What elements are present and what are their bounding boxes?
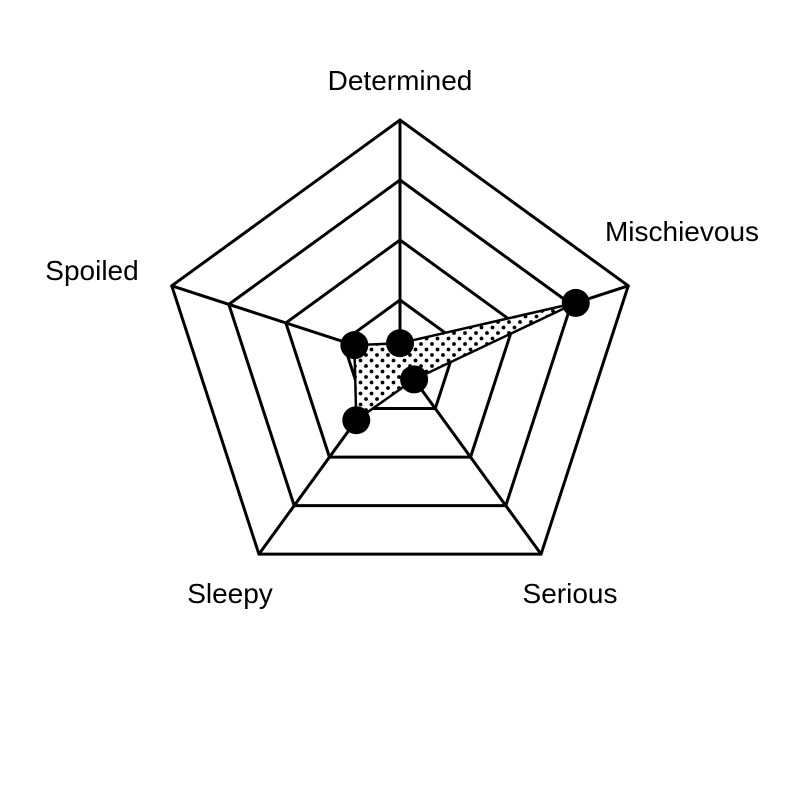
data-point-sleepy	[342, 406, 371, 435]
radar-series	[340, 288, 590, 435]
data-point-mischievous	[561, 288, 590, 317]
axis-label-serious: Serious	[523, 578, 618, 609]
data-point-spoiled	[340, 331, 369, 360]
axis-label-spoiled: Spoiled	[45, 255, 138, 286]
grid-ring-2	[284, 238, 516, 459]
grid-ring-4	[169, 118, 631, 556]
axis-spoke-serious	[398, 359, 543, 556]
grid-ring-3	[227, 178, 573, 508]
series-area-0	[353, 301, 577, 423]
axis-label-mischievous: Mischievous	[605, 216, 759, 247]
axis-label-determined: Determined	[328, 65, 473, 96]
data-point-determined	[386, 329, 414, 358]
axis-label-sleepy: Sleepy	[187, 578, 273, 609]
data-point-serious	[400, 365, 429, 394]
